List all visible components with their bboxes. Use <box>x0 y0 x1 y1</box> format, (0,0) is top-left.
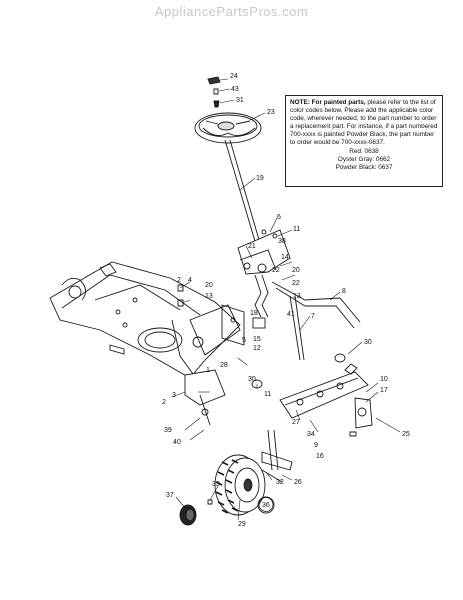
spindle-drawing <box>261 429 293 483</box>
callout-22: 22 <box>272 267 280 274</box>
callout-27: 27 <box>292 419 300 426</box>
callout-36-circle <box>258 497 274 512</box>
callout-34: 34 <box>307 431 315 438</box>
callout-2: 2 <box>177 277 181 284</box>
callout-11: 11 <box>264 391 271 398</box>
callout-30: 30 <box>248 376 256 383</box>
callout-1: 1 <box>206 367 210 374</box>
hub-cap-drawing <box>179 496 275 526</box>
callout-40: 40 <box>173 439 181 446</box>
wheel-drawing <box>214 454 266 516</box>
color-code-powder-black: Powder Black: 0637 <box>335 163 393 171</box>
callout-31: 31 <box>236 97 244 104</box>
callout-13: 13 <box>205 293 213 300</box>
callout-32: 32 <box>276 479 284 486</box>
callout-18: 18 <box>250 310 258 317</box>
callout-24: 24 <box>230 73 238 80</box>
callout-21: 21 <box>248 243 256 250</box>
callout-30: 30 <box>364 339 372 346</box>
callout-2: 2 <box>162 399 166 406</box>
cap-parts-drawing <box>207 76 221 108</box>
callout-38: 38 <box>278 238 286 245</box>
callout-39: 39 <box>164 427 172 434</box>
callout-33: 33 <box>212 481 220 488</box>
callout-20: 20 <box>292 267 300 274</box>
callout-26: 26 <box>294 479 302 486</box>
callout-10: 10 <box>380 376 388 383</box>
callout-9: 9 <box>314 442 318 449</box>
bracket-parts-drawing <box>177 284 245 426</box>
callout-20: 20 <box>205 282 213 289</box>
callout-8: 8 <box>342 288 346 295</box>
callout-12: 12 <box>253 345 261 352</box>
callout-23: 23 <box>267 109 275 116</box>
callout-4: 4 <box>188 277 192 284</box>
callout-17: 17 <box>380 387 388 394</box>
callout-22: 22 <box>292 280 300 287</box>
callout-37: 37 <box>166 492 174 499</box>
painted-parts-note: NOTE: For painted parts, please refer to… <box>285 95 443 187</box>
leader-lines <box>171 78 401 521</box>
callout-11: 11 <box>293 226 300 233</box>
callout-5: 5 <box>242 337 246 344</box>
callout-41: 41 <box>287 311 295 318</box>
note-body: please refer to the list of color codes … <box>290 99 438 147</box>
callout-28: 28 <box>220 362 228 369</box>
callout-14: 14 <box>281 254 289 261</box>
callout-13: 13 <box>293 293 301 300</box>
callout-19: 19 <box>256 175 264 182</box>
callout-6: 6 <box>277 214 281 221</box>
callout-15: 15 <box>253 336 261 343</box>
watermark-text: AppliancePartsPros.com <box>154 4 309 19</box>
callout-16: 16 <box>316 453 324 460</box>
callout-29: 29 <box>238 521 246 528</box>
note-lead: NOTE: For painted parts, <box>290 99 366 106</box>
steering-wheel-drawing <box>194 112 262 144</box>
drag-link-drawing <box>271 281 361 361</box>
callout-3: 3 <box>172 392 176 399</box>
front-axle-drawing <box>251 353 373 437</box>
callout-43: 43 <box>231 86 239 93</box>
callout-36: 36 <box>262 502 270 509</box>
steering-bracket-drawing <box>237 229 291 329</box>
frame-drawing <box>49 261 241 379</box>
color-code-red: Red: 0638 <box>349 147 379 155</box>
callout-7: 7 <box>311 313 315 320</box>
callout-25: 25 <box>402 431 410 438</box>
color-code-oyster-gray: Oyster Gray: 0662 <box>337 155 391 163</box>
